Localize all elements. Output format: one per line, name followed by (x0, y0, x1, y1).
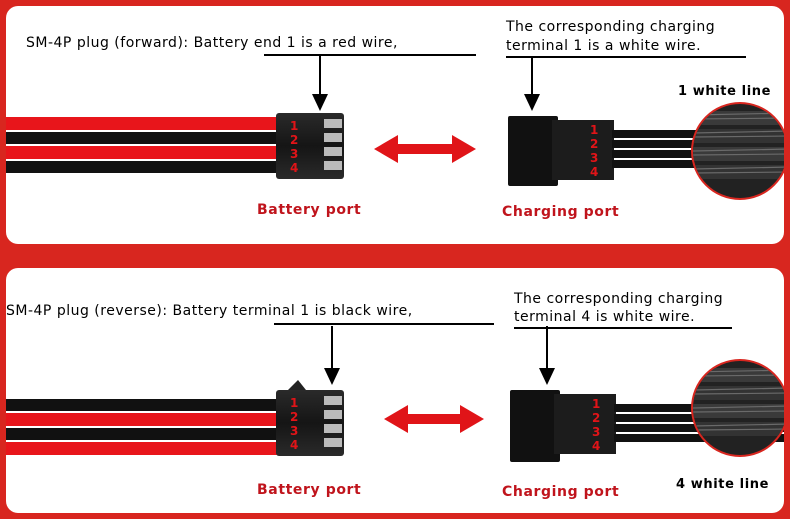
magnifier-lens (691, 359, 784, 457)
reverse-caption-right-underline (514, 327, 732, 329)
battery-pin-1: 1 (290, 119, 298, 133)
reverse-caption-right-line2: terminal 4 is white wire. (514, 309, 696, 325)
forward-diagram: 1 2 3 4 1 2 3 4 (6, 56, 784, 200)
charging-pin-2: 2 (592, 411, 600, 425)
battery-pin-4: 4 (290, 161, 298, 175)
pointer-arrow-battery (324, 326, 340, 385)
reverse-panel: 1 2 3 4 1 2 3 4 (6, 268, 784, 513)
charging-pin-4: 4 (590, 165, 598, 179)
charging-pin-3: 3 (592, 425, 600, 439)
battery-wires (6, 399, 284, 455)
forward-caption-right-line2: terminal 1 is a white wire. (506, 38, 702, 54)
magnifier-lens (691, 102, 784, 200)
battery-pin-1: 1 (290, 396, 298, 410)
battery-pin-3: 3 (290, 147, 298, 161)
forward-battery-port-label: Battery port (257, 202, 362, 218)
charging-connector: 1 2 3 4 (508, 116, 614, 186)
battery-pin-2: 2 (290, 133, 298, 147)
forward-caption-left-underline (264, 54, 476, 56)
forward-white-line-label: 1 white line (678, 84, 772, 99)
charging-pin-2: 2 (590, 137, 598, 151)
battery-connector: 1 2 3 4 (276, 113, 344, 179)
charging-pin-1: 1 (592, 397, 600, 411)
battery-wires (6, 117, 284, 173)
double-arrow-icon (374, 135, 476, 163)
charging-pin-3: 3 (590, 151, 598, 165)
reverse-charging-port-label: Charging port (502, 484, 620, 500)
forward-charging-port-label: Charging port (502, 204, 620, 220)
battery-connector: 1 2 3 4 (276, 380, 344, 456)
forward-caption-right-underline (506, 56, 746, 58)
double-arrow-icon (384, 405, 484, 433)
charging-connector: 1 2 3 4 (510, 390, 616, 462)
battery-pin-2: 2 (290, 410, 298, 424)
reverse-diagram: 1 2 3 4 1 2 3 4 (6, 326, 784, 462)
forward-caption-left: SM-4P plug (forward): Battery end 1 is a… (26, 35, 398, 51)
pointer-arrow-battery (312, 56, 328, 111)
charging-pin-1: 1 (590, 123, 598, 137)
reverse-caption-right-line1: The corresponding charging (514, 291, 724, 307)
battery-pin-4: 4 (290, 438, 298, 452)
pointer-arrow-charging (539, 326, 555, 385)
pointer-arrow-charging (524, 58, 540, 111)
forward-caption-right-line1: The corresponding charging (506, 19, 716, 35)
battery-pin-3: 3 (290, 424, 298, 438)
charging-pin-4: 4 (592, 439, 600, 453)
reverse-white-line-label: 4 white line (676, 477, 770, 492)
reverse-caption-left-underline (274, 323, 494, 325)
reverse-battery-port-label: Battery port (257, 482, 362, 498)
forward-panel: 1 2 3 4 1 2 3 4 (6, 6, 784, 244)
reverse-caption-left: SM-4P plug (reverse): Battery terminal 1… (6, 303, 413, 319)
